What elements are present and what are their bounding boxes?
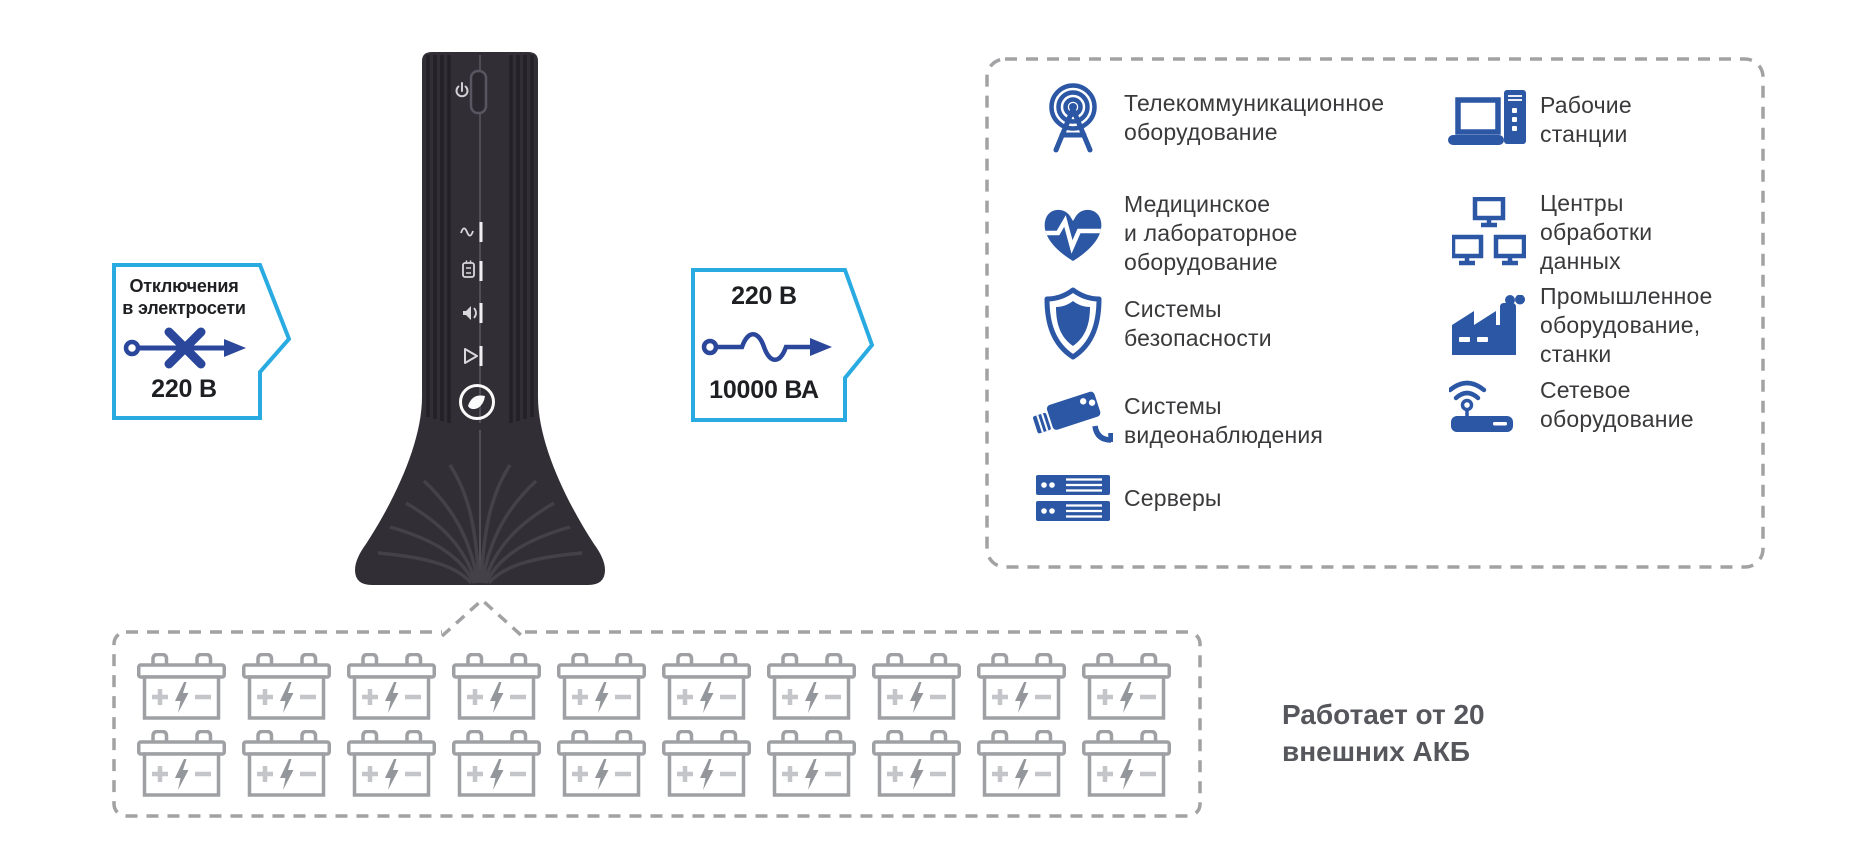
- factory-icon: [1448, 294, 1530, 357]
- equipment-item-medical: Медицинское и лабораторное оборудование: [1032, 190, 1297, 277]
- power-button: [469, 69, 488, 115]
- sine-wave-icon: [460, 227, 474, 237]
- cctv-camera-icon: [1032, 388, 1114, 454]
- equipment-item-telecom: Телекоммуникационное оборудование: [1032, 82, 1384, 154]
- car-battery-icon: [557, 653, 646, 720]
- pointer-peak-dashed: [440, 597, 524, 638]
- equipment-item-servers: Серверы: [1032, 475, 1222, 521]
- car-battery-icon: [767, 730, 856, 797]
- car-battery-icon: [452, 653, 541, 720]
- car-battery-icon: [662, 730, 751, 797]
- car-battery-icon: [977, 653, 1066, 720]
- car-battery-icon: [1082, 730, 1171, 797]
- workstation-icon: [1448, 88, 1530, 152]
- car-battery-icon: [662, 653, 751, 720]
- equipment-item-network: Сетевое оборудование: [1448, 376, 1694, 434]
- callout-chevron-shape: [691, 268, 875, 422]
- equipment-label: Сетевое оборудование: [1540, 377, 1694, 432]
- network-router-icon: [1448, 376, 1530, 434]
- car-battery-icon: [137, 653, 226, 720]
- input-voltage-value: 220 В: [151, 375, 217, 403]
- equipment-item-security: Системы безопасности: [1032, 287, 1272, 361]
- sine-wave-arrow-icon: [701, 332, 832, 362]
- output-power-value: 10000 ВА: [709, 376, 819, 404]
- car-battery-icon: [242, 653, 331, 720]
- car-battery-icon: [557, 730, 646, 797]
- equipment-item-datacenter: Центры обработки данных: [1448, 189, 1652, 276]
- equipment-label: Медицинское и лабораторное оборудование: [1124, 191, 1298, 275]
- medical-heart-icon: [1032, 203, 1114, 265]
- alarm-triangle-icon: [464, 348, 478, 364]
- status-indicators: [460, 222, 483, 366]
- panel-dashed-border: [985, 57, 1765, 569]
- equipment-item-workstations: Рабочие станции: [1448, 88, 1632, 152]
- protected-equipment-panel: Телекоммуникационное оборудование Медици…: [985, 57, 1765, 569]
- equipment-label: Центры обработки данных: [1540, 190, 1653, 274]
- car-battery-icon: [347, 653, 436, 720]
- power-outage-callout: Отключения в электросети 220 В: [108, 259, 298, 424]
- equipment-label: Системы видеонаблюдения: [1124, 393, 1324, 448]
- battery-bank-dashed-border: [112, 630, 1202, 818]
- base-leaf-pattern: [377, 464, 583, 585]
- ups-tower-device: [355, 52, 605, 585]
- equipment-label: Рабочие станции: [1540, 92, 1632, 147]
- output-voltage-value: 220 В: [731, 282, 797, 310]
- power-icon: [455, 82, 469, 98]
- security-shield-icon: [1032, 287, 1114, 361]
- car-battery-icon: [872, 653, 961, 720]
- car-battery-icon: [347, 730, 436, 797]
- equipment-item-cctv: Системы видеонаблюдения: [1032, 388, 1323, 454]
- callout-chevron-shape: [112, 263, 292, 420]
- car-battery-icon: [977, 730, 1066, 797]
- equipment-label: Серверы: [1124, 484, 1222, 511]
- power-outage-title: Отключения в электросети: [122, 276, 246, 318]
- brand-logo-icon: [459, 384, 495, 420]
- servers-icon: [1032, 475, 1114, 521]
- car-battery-icon: [137, 730, 226, 797]
- equipment-label: Системы безопасности: [1124, 296, 1272, 351]
- car-battery-icon: [767, 653, 856, 720]
- car-battery-icon: [242, 730, 331, 797]
- equipment-label: Промышленное оборудование, станки: [1540, 283, 1713, 367]
- car-battery-icon: [452, 730, 541, 797]
- data-center-icon: [1448, 196, 1530, 269]
- border-gap-mask: [442, 628, 522, 634]
- car-battery-icon: [872, 730, 961, 797]
- device-stripes: [426, 55, 534, 423]
- battery-bank-caption: Работает от 20 внешних АКБ: [1282, 699, 1485, 767]
- battery-grid: [137, 653, 1171, 797]
- crossed-power-line-icon: [123, 327, 246, 369]
- equipment-label: Телекоммуникационное оборудование: [1124, 90, 1385, 145]
- equipment-item-industrial: Промышленное оборудование, станки: [1448, 282, 1713, 369]
- speaker-mute-icon: [463, 306, 477, 320]
- broadcast-antenna-icon: [1032, 82, 1114, 154]
- output-callout: 220 В 10000 ВА: [688, 264, 880, 426]
- car-battery-icon: [1082, 653, 1171, 720]
- battery-icon: [462, 260, 475, 278]
